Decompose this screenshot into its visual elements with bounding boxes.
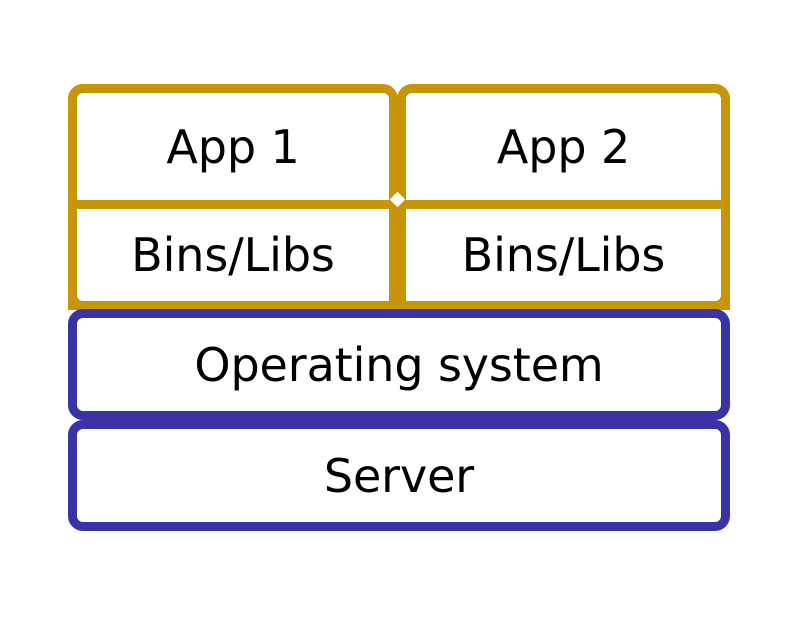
- node-app-2[interactable]: App 2: [397, 84, 730, 200]
- node-server[interactable]: Server: [68, 420, 730, 531]
- node-operating-system[interactable]: Operating system: [68, 309, 730, 420]
- node-operating-system-label: Operating system: [194, 337, 604, 392]
- node-app-1[interactable]: App 1: [68, 84, 398, 200]
- node-bins-libs-1[interactable]: Bins/Libs: [68, 200, 398, 310]
- node-server-label: Server: [323, 448, 475, 503]
- node-app-2-label: App 2: [496, 119, 631, 174]
- node-bins-libs-2[interactable]: Bins/Libs: [397, 200, 730, 310]
- node-bins-libs-1-label: Bins/Libs: [131, 228, 335, 282]
- node-app-1-label: App 1: [166, 119, 300, 174]
- node-bins-libs-2-label: Bins/Libs: [461, 228, 666, 282]
